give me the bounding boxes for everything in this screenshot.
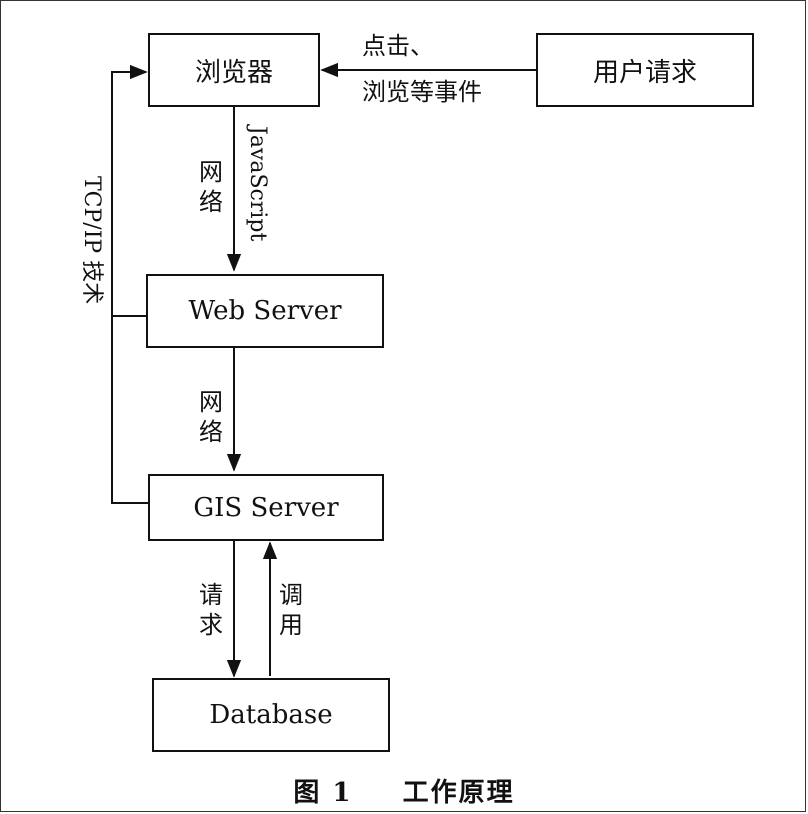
browser-box: 浏览器 — [148, 33, 320, 107]
network-label-2: 网络 — [199, 388, 223, 446]
figure-number: 图 1 — [293, 778, 353, 808]
user-request-box: 用户请求 — [536, 33, 754, 107]
database-box: Database — [152, 678, 390, 752]
network-label-1: 网络 — [199, 158, 223, 216]
request-label: 请求 — [199, 581, 223, 639]
click-events-label-line2: 浏览等事件 — [362, 78, 482, 106]
figure-title: 工作原理 — [402, 778, 515, 808]
web-server-label: Web Server — [188, 296, 342, 326]
database-label: Database — [209, 700, 333, 730]
gis-server-label: GIS Server — [193, 492, 339, 523]
figure-caption: 图 1 工作原理 — [0, 772, 808, 809]
user-request-label: 用户请求 — [592, 57, 697, 88]
javascript-label: JavaScript — [245, 126, 270, 242]
web-server-box: Web Server — [146, 274, 384, 348]
tcpip-loop-line — [111, 64, 148, 504]
gis-server-box: GIS Server — [148, 474, 384, 541]
browser-label: 浏览器 — [194, 57, 273, 88]
call-label: 调用 — [279, 581, 303, 639]
tcpip-label: TCP/IP 技术 — [79, 176, 104, 305]
click-events-label-line1: 点击、 — [362, 32, 434, 60]
